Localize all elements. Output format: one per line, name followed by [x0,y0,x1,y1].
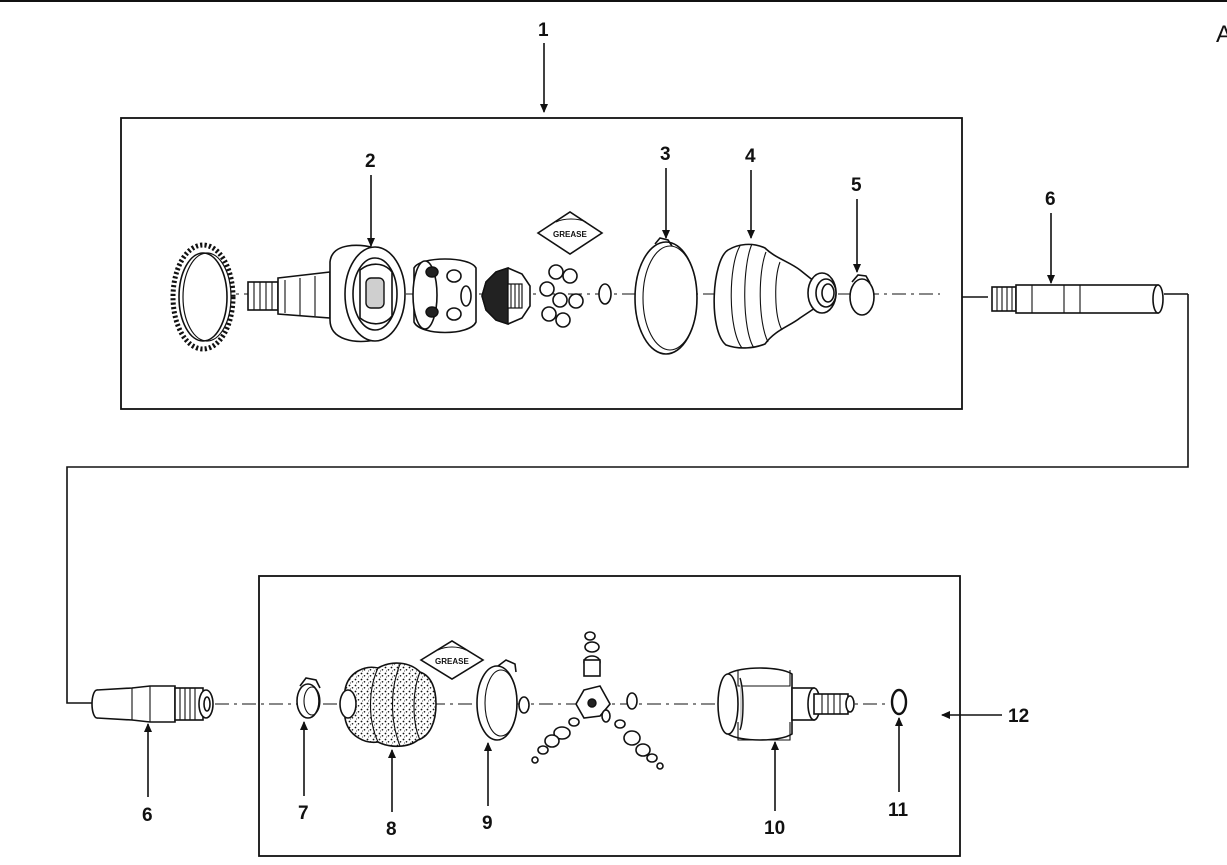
boot-clamp-large-bottom-icon [476,659,530,741]
callout-6-bottom: 6 [142,805,153,826]
inner-joint-kit-box [258,575,961,857]
ball-cage-icon [412,258,477,334]
callout-10: 10 [764,818,785,839]
assembly-connector-line [66,294,1189,704]
callout-4: 4 [745,146,756,167]
cv-boot-top-icon [713,243,837,349]
grease-label-top: GREASE [553,230,587,239]
corner-letter: A [1216,21,1227,48]
inner-joint-housing-icon [717,667,855,741]
axle-shaft-bottom-icon [91,685,214,723]
abs-tone-ring-icon [170,242,236,352]
callout-12: 12 [1008,706,1029,727]
boot-clamp-small-top-icon [849,274,875,316]
grease-label-bottom: GREASE [435,657,469,666]
callout-9: 9 [482,813,493,834]
tripod-boot-icon [339,662,437,748]
callout-2: 2 [365,151,376,172]
circlip-top-icon [598,283,612,305]
callout-3: 3 [660,144,671,165]
callout-11: 11 [888,800,909,821]
circlip-bottom-icon [890,688,908,716]
boot-clamp-small-bottom-icon [296,677,321,719]
grease-packet-bottom-icon: GREASE [419,640,485,680]
boot-clamp-large-top-icon [634,237,698,355]
callout-6-top: 6 [1045,189,1056,210]
outer-joint-kit-box [120,117,963,410]
callout-7: 7 [298,803,309,824]
outer-cv-joint-housing-icon [247,244,406,343]
tripod-spider-icon [531,631,664,770]
callout-8: 8 [386,819,397,840]
grease-packet-top-icon: GREASE [536,211,604,255]
inner-race-icon [481,267,531,325]
joint-balls-icon [539,264,584,328]
callout-1: 1 [538,20,549,41]
callout-5: 5 [851,175,862,196]
axle-shaft-top-icon [962,284,1188,314]
